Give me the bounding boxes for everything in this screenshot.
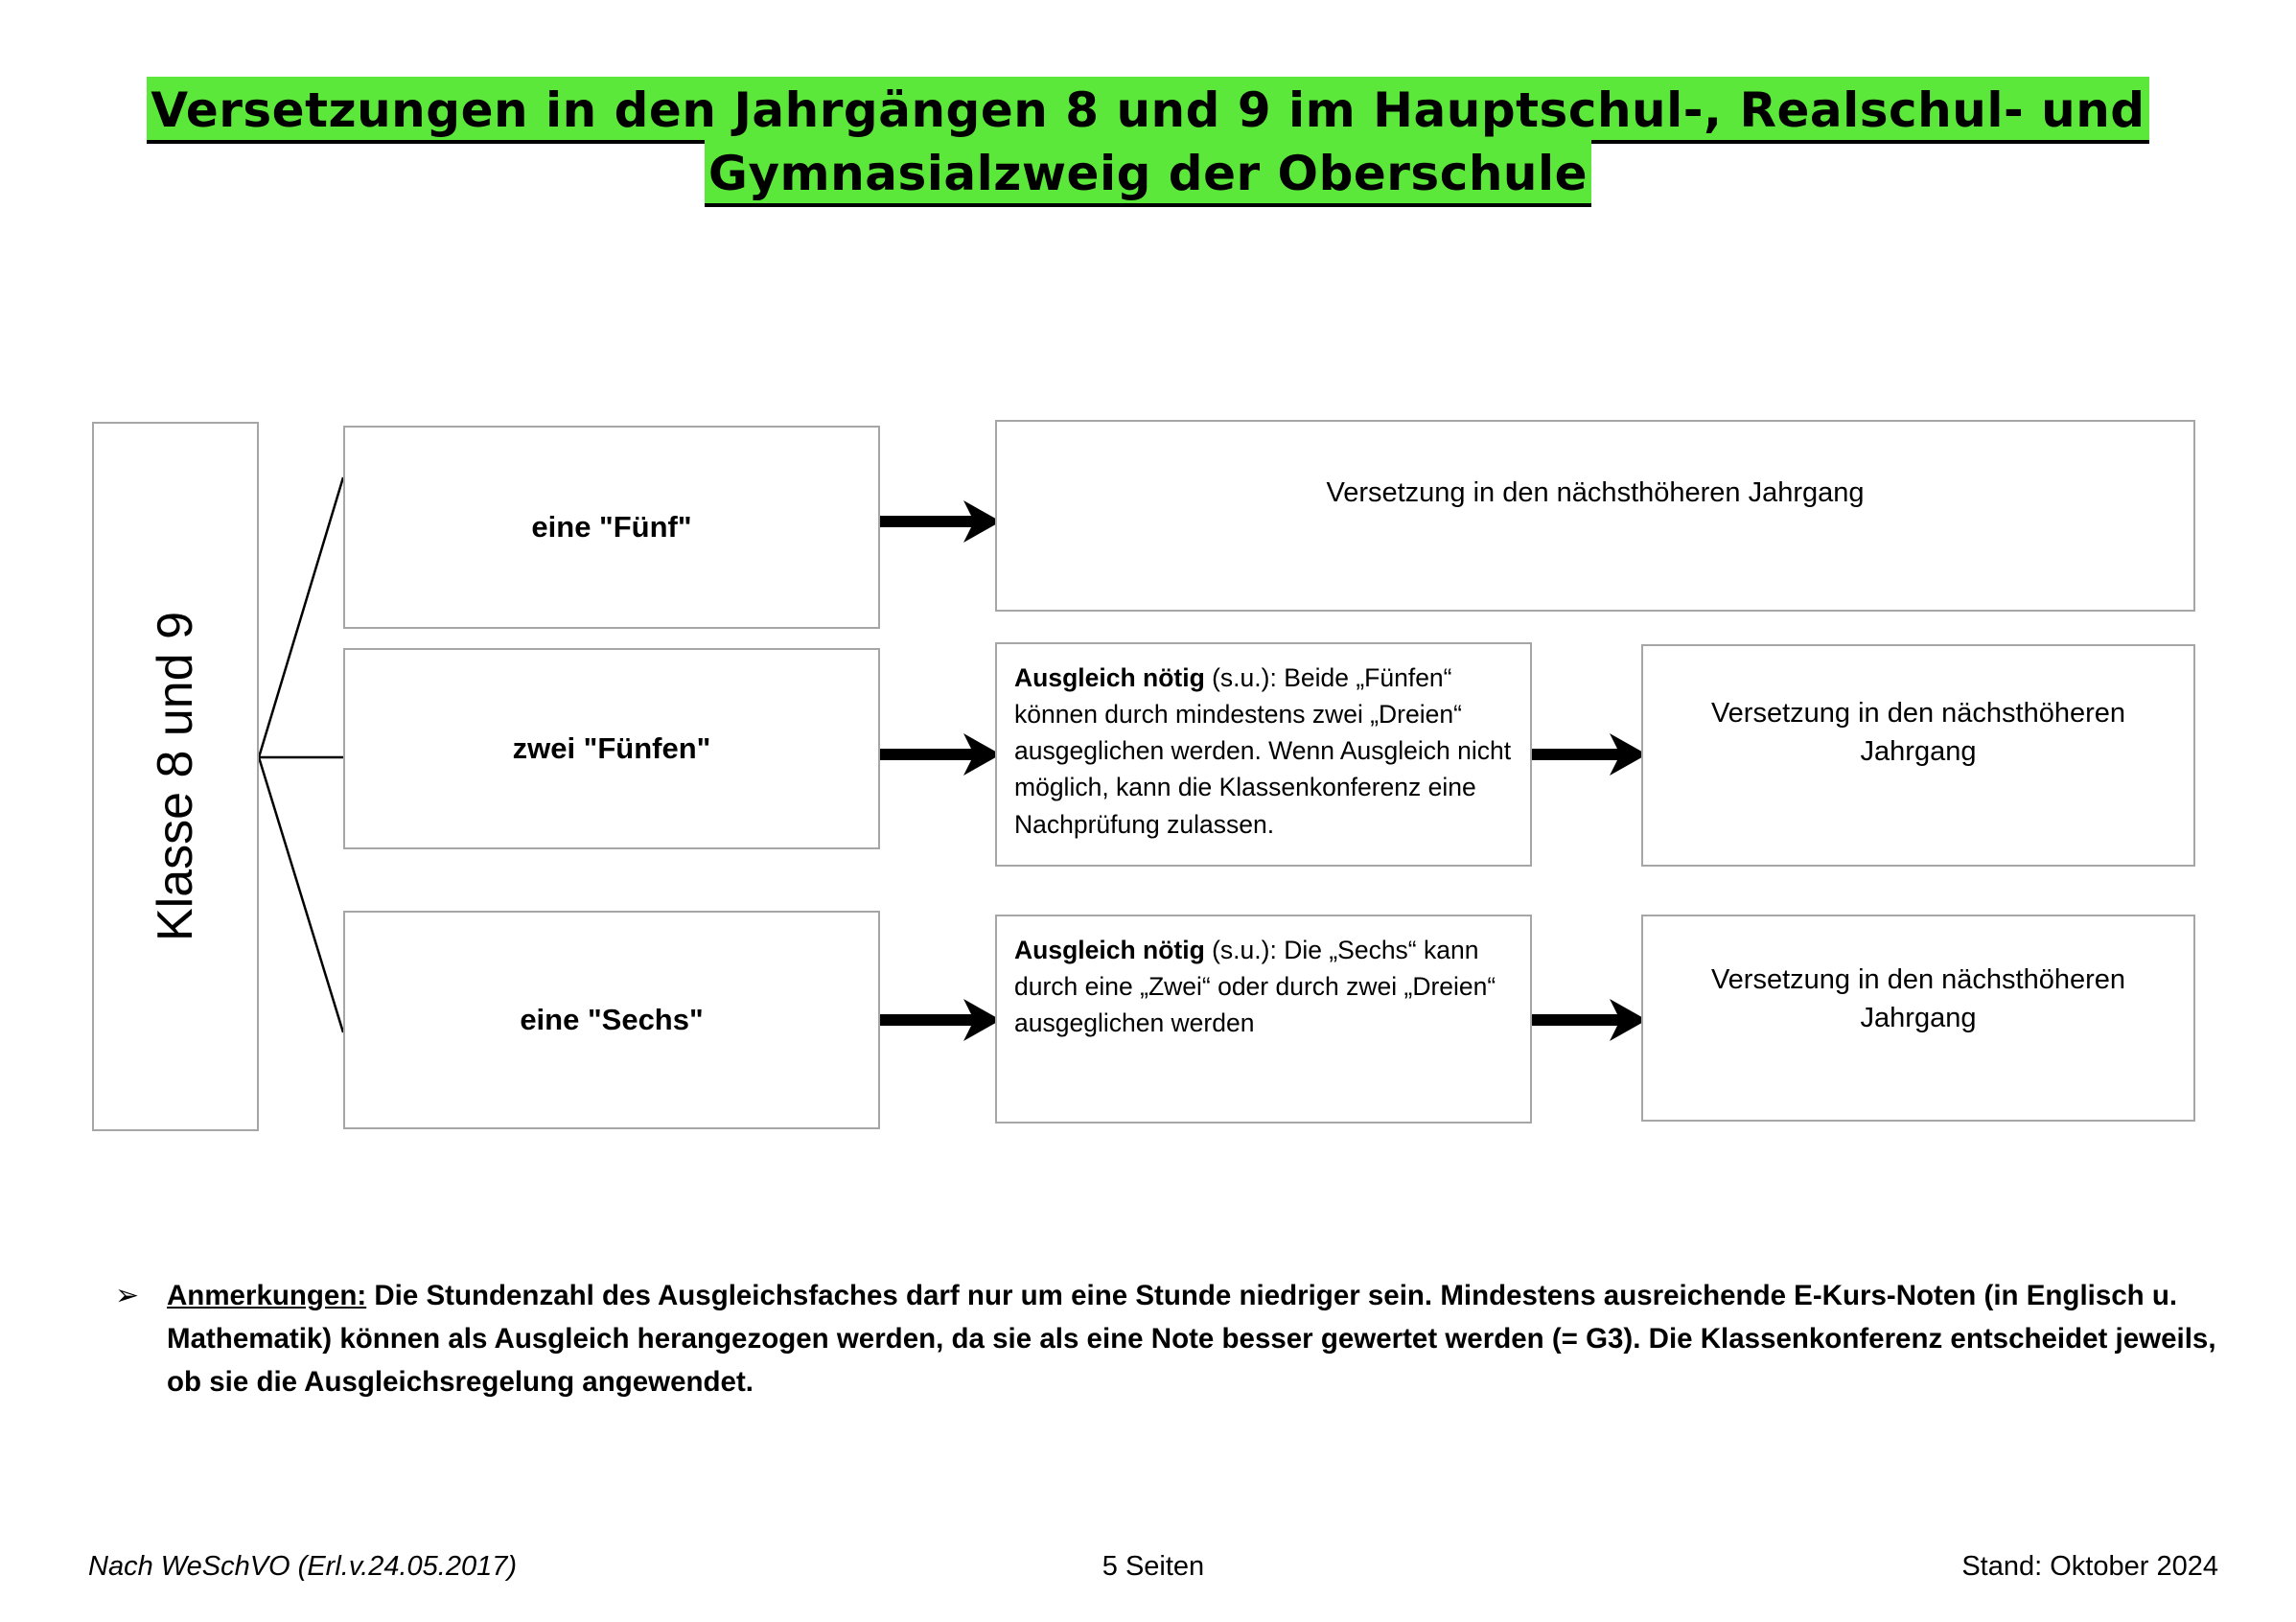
result-label-3: Versetzung in den nächsthöheren Jahrgang: [1710, 964, 2126, 1034]
explanation-text-2: Ausgleich nötig (s.u.): Beide „Fünfen“ k…: [997, 644, 1530, 843]
criterion-label-3: eine "Sechs": [520, 1003, 704, 1036]
notes-text: Die Stundenzahl des Ausgleichsfaches dar…: [167, 1280, 2216, 1398]
arrow-criterion-2-to-explanation-2: [880, 733, 1001, 776]
page-title-line-2: Gymnasialzweig der Oberschule: [0, 140, 2296, 207]
notes-body: Anmerkungen: Die Stundenzahl des Ausglei…: [167, 1275, 2243, 1403]
connector-to-criterion-1: [257, 476, 345, 758]
result-label-2: Versetzung in den nächsthöheren Jahrgang: [1710, 698, 2126, 768]
arrow-criterion-3-to-explanation-3: [880, 999, 1001, 1041]
result-box-3: Versetzung in den nächsthöheren Jahrgang: [1641, 915, 2195, 1122]
explanation-bold-3: Ausgleich nötig: [1014, 936, 1205, 964]
class-label-box: Klasse 8 und 9: [92, 422, 259, 1131]
arrow-criterion-1-to-result-1: [880, 500, 1001, 543]
criterion-box-2: zwei "Fünfen": [343, 648, 880, 849]
result-label-1: Versetzung in den nächsthöheren Jahrgang: [1326, 477, 1865, 508]
criterion-label-1: eine "Fünf": [531, 510, 692, 544]
page-footer: Nach WeSchVO (Erl.v.24.05.2017) 5 Seiten…: [88, 1551, 2218, 1583]
page-title-line-1-text: Versetzungen in den Jahrgängen 8 und 9 i…: [147, 77, 2149, 144]
footer-page-count: 5 Seiten: [1102, 1551, 1205, 1582]
explanation-rest-3: (s.u.): Die „Sechs“ kann durch eine „Zwe…: [1014, 936, 1496, 1038]
notes-heading: Anmerkungen:: [167, 1280, 367, 1311]
explanation-bold-2: Ausgleich nötig: [1014, 663, 1205, 692]
criterion-box-1: eine "Fünf": [343, 426, 880, 629]
page-title-line-2-text: Gymnasialzweig der Oberschule: [704, 140, 1592, 207]
connector-to-criterion-3: [257, 756, 345, 1033]
arrow-bullet-icon: ➢: [115, 1279, 140, 1312]
explanation-box-3: Ausgleich nötig (s.u.): Die „Sechs“ kann…: [995, 915, 1532, 1124]
fanout-connectors: [257, 476, 345, 1033]
criterion-box-3: eine "Sechs": [343, 911, 880, 1129]
criterion-label-2: zwei "Fünfen": [512, 731, 711, 765]
footer-source: Nach WeSchVO (Erl.v.24.05.2017): [88, 1551, 518, 1582]
notes-section: ➢ Anmerkungen: Die Stundenzahl des Ausgl…: [115, 1275, 2243, 1403]
arrow-explanation-2-to-result-2: [1532, 733, 1647, 776]
explanation-text-3: Ausgleich nötig (s.u.): Die „Sechs“ kann…: [997, 916, 1530, 1041]
notes-row: ➢ Anmerkungen: Die Stundenzahl des Ausgl…: [115, 1275, 2243, 1403]
explanation-rest-2: (s.u.): Beide „Fünfen“ können durch mind…: [1014, 663, 1512, 839]
result-box-2: Versetzung in den nächsthöheren Jahrgang: [1641, 644, 2195, 867]
arrow-explanation-3-to-result-3: [1532, 999, 1647, 1041]
page-title: Versetzungen in den Jahrgängen 8 und 9 i…: [0, 77, 2296, 207]
class-label-text: Klasse 8 und 9: [148, 611, 203, 942]
explanation-box-2: Ausgleich nötig (s.u.): Beide „Fünfen“ k…: [995, 642, 1532, 867]
footer-date: Stand: Oktober 2024: [1961, 1551, 2218, 1582]
result-box-1: Versetzung in den nächsthöheren Jahrgang: [995, 420, 2195, 612]
page-title-line-1: Versetzungen in den Jahrgängen 8 und 9 i…: [0, 77, 2296, 144]
